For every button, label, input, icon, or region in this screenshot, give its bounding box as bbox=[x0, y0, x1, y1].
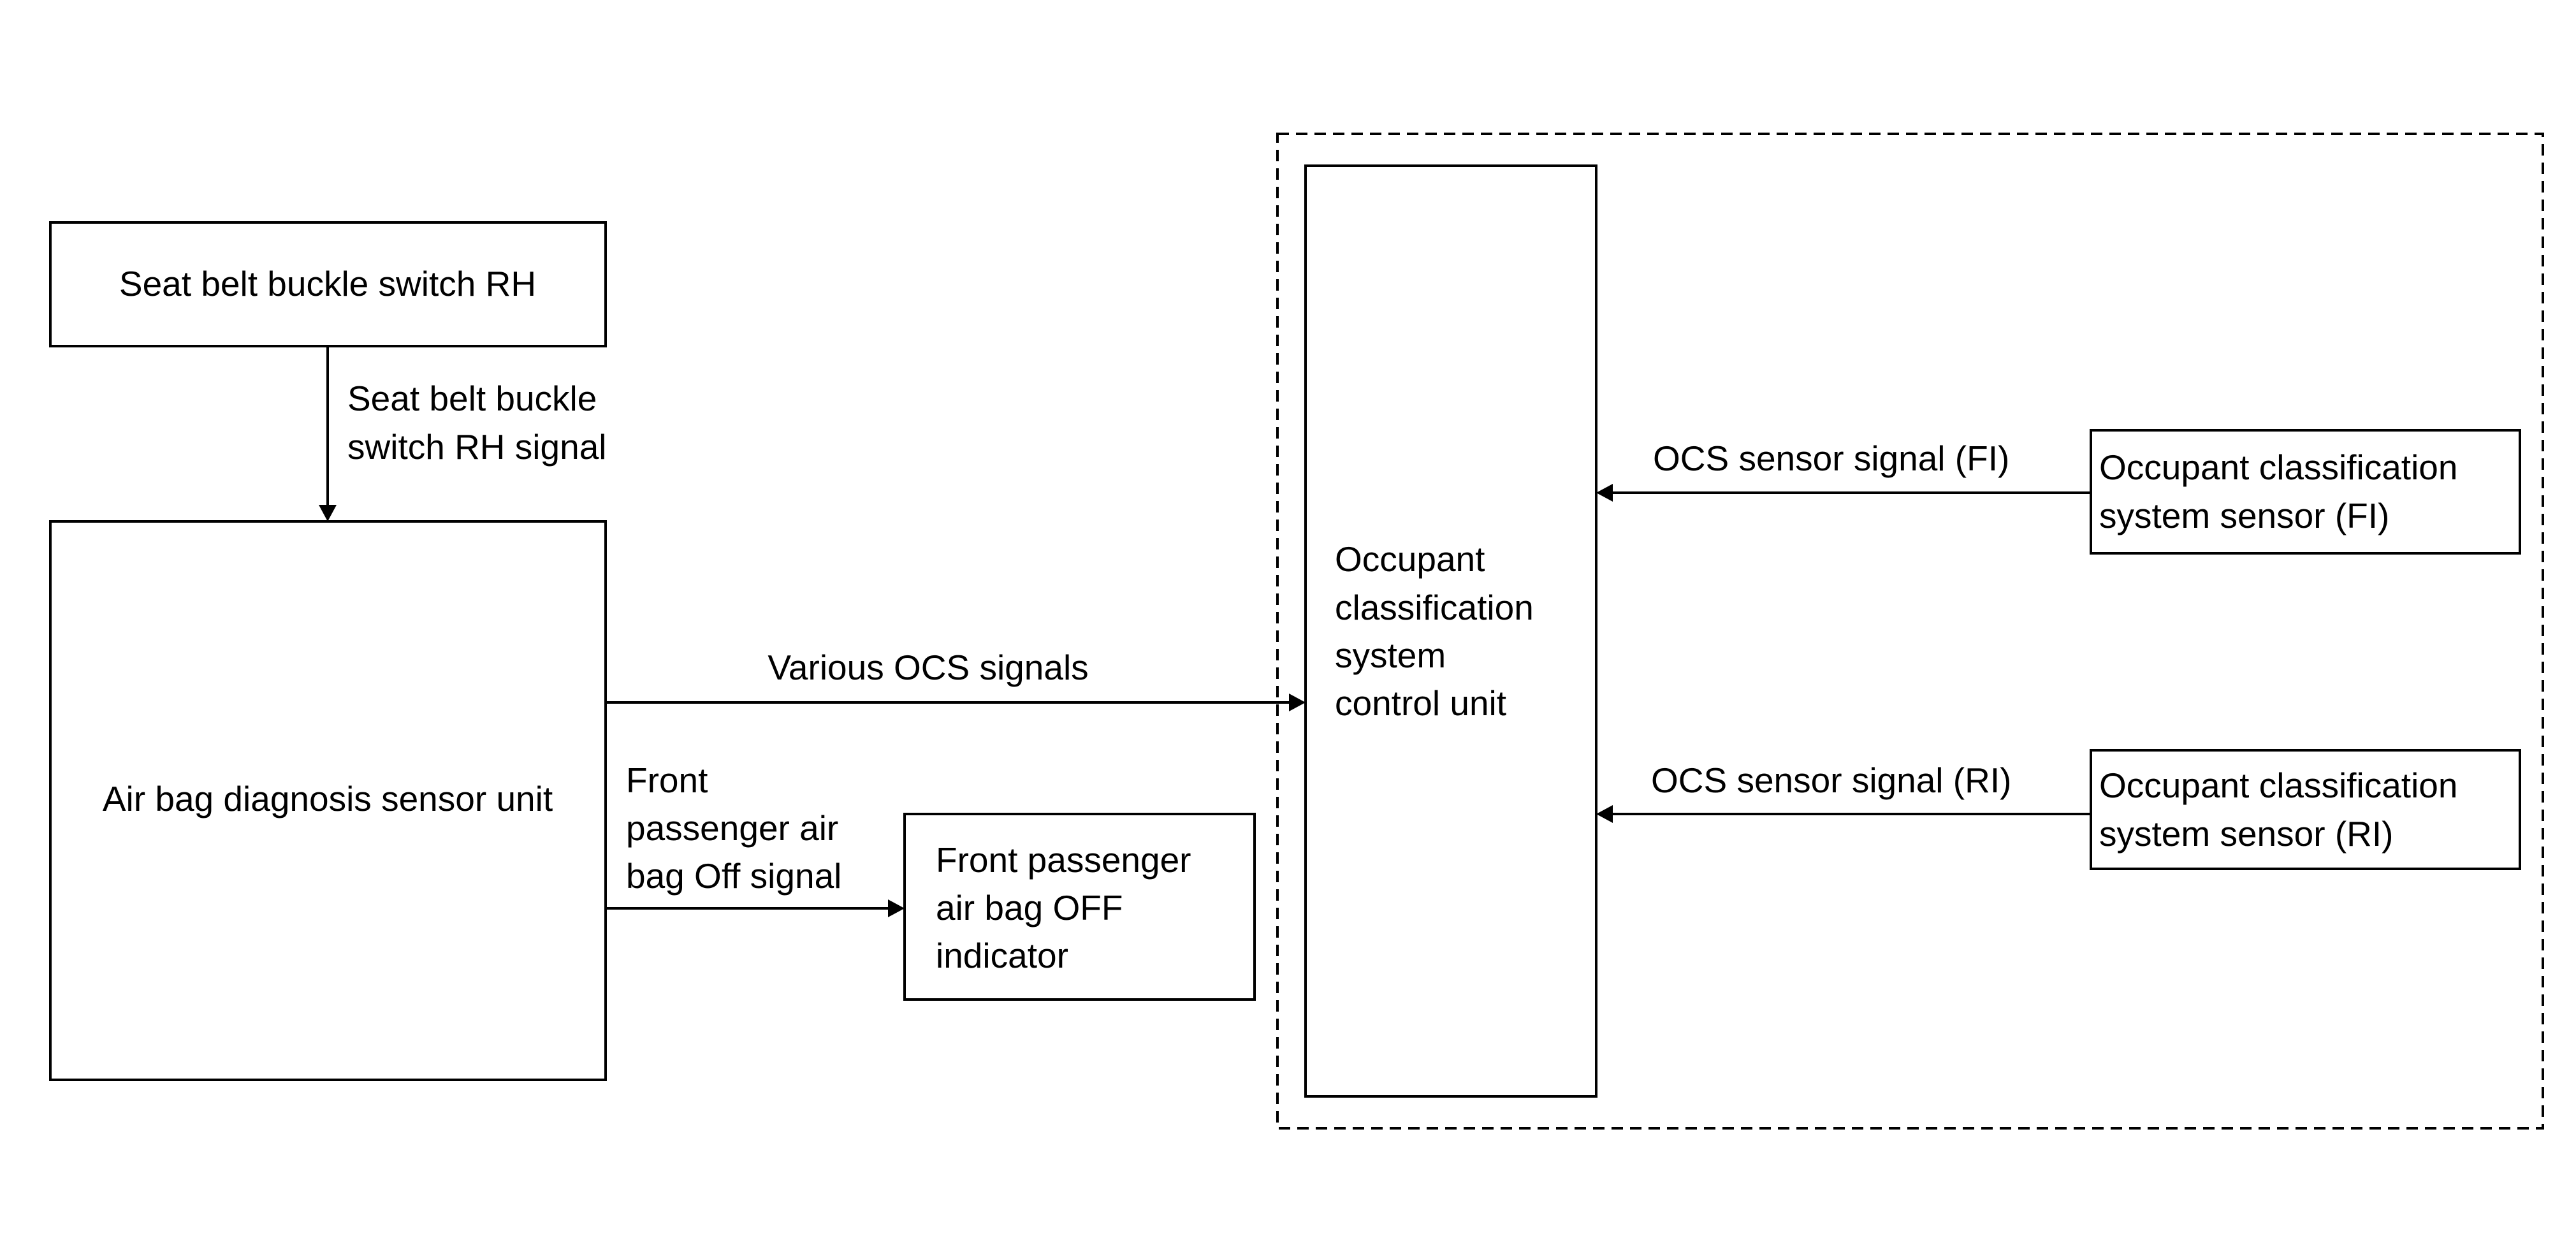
ocs-control-unit-label: Occupant classification system control u… bbox=[1335, 539, 1543, 723]
airbag-off-signal-label: Front passenger air bag Off signal bbox=[626, 760, 848, 896]
airbag-off-signal-line-2: passenger air bbox=[626, 808, 838, 848]
seat-belt-signal-label: Seat belt buckle switch RH signal bbox=[347, 379, 607, 467]
ocs-sensor-fl-label: Occupant classification system sensor (F… bbox=[2099, 447, 2468, 535]
airbag-off-indicator-line-3: indicator bbox=[936, 936, 1068, 975]
airbag-sensor-unit-box bbox=[49, 520, 607, 1081]
ocs-rl-signal-arrow: OCS sensor signal (RI) bbox=[1596, 760, 2091, 823]
ocs-sensor-fl-line-2: system sensor (FI) bbox=[2099, 496, 2389, 535]
seat-belt-signal-line-2: switch RH signal bbox=[347, 427, 607, 467]
seat-belt-signal-arrow: Seat belt buckle switch RH signal bbox=[319, 346, 607, 521]
ocs-group-boundary bbox=[1276, 133, 2544, 1130]
ocs-control-unit-line-1: Occupant bbox=[1335, 539, 1485, 579]
ocs-sensor-rl-block: Occupant classification system sensor (R… bbox=[2090, 749, 2521, 870]
airbag-sensor-unit-block: Air bag diagnosis sensor unit bbox=[49, 520, 607, 1081]
ocs-sensor-fl-box bbox=[2090, 429, 2521, 555]
various-ocs-signals-label: Various OCS signals bbox=[768, 648, 1088, 687]
seat-belt-signal-line-1: Seat belt buckle bbox=[347, 379, 597, 418]
ocs-fl-signal-arrowhead bbox=[1596, 484, 1613, 502]
ocs-control-unit-box bbox=[1304, 164, 1597, 1098]
various-ocs-signals-arrowhead bbox=[1289, 694, 1306, 711]
ocs-rl-signal-arrowhead bbox=[1596, 805, 1613, 823]
ocs-sensor-rl-label: Occupant classification system sensor (R… bbox=[2099, 766, 2468, 854]
seat-belt-signal-arrowhead bbox=[319, 505, 337, 521]
seat-belt-switch-block: Seat belt buckle switch RH bbox=[49, 221, 607, 347]
ocs-rl-signal-label: OCS sensor signal (RI) bbox=[1651, 760, 2011, 800]
ocs-control-unit-block: Occupant classification system control u… bbox=[1304, 164, 1597, 1098]
airbag-off-indicator-label: Front passenger air bag OFF indicator bbox=[936, 840, 1201, 975]
airbag-off-signal-line-1: Front bbox=[626, 760, 708, 800]
airbag-off-signal-line-3: bag Off signal bbox=[626, 856, 841, 896]
airbag-off-signal-arrow: Front passenger air bag Off signal bbox=[606, 760, 905, 917]
airbag-off-signal-arrowhead bbox=[888, 899, 905, 917]
ocs-sensor-rl-line-1: Occupant classification bbox=[2099, 766, 2458, 805]
ocs-control-unit-line-4: control unit bbox=[1335, 683, 1506, 723]
ocs-control-unit-line-3: system bbox=[1335, 636, 1446, 675]
seat-belt-switch-label: Seat belt buckle switch RH bbox=[119, 264, 536, 303]
ocs-fl-signal-arrow: OCS sensor signal (FI) bbox=[1596, 439, 2091, 502]
airbag-off-indicator-block: Front passenger air bag OFF indicator bbox=[903, 813, 1256, 1001]
airbag-sensor-unit-label: Air bag diagnosis sensor unit bbox=[103, 779, 553, 818]
airbag-off-indicator-line-2: air bag OFF bbox=[936, 888, 1123, 927]
various-ocs-signals-arrow: Various OCS signals bbox=[606, 648, 1306, 711]
airbag-off-indicator-box bbox=[903, 813, 1256, 1001]
ocs-sensor-rl-line-2: system sensor (RI) bbox=[2099, 814, 2393, 854]
ocs-fl-signal-label: OCS sensor signal (FI) bbox=[1653, 439, 2009, 478]
ocs-control-unit-line-2: classification bbox=[1335, 588, 1534, 627]
airbag-off-indicator-line-1: Front passenger bbox=[936, 840, 1191, 880]
ocs-sensor-rl-box bbox=[2090, 749, 2521, 870]
ocs-sensor-fl-line-1: Occupant classification bbox=[2099, 447, 2458, 487]
ocs-sensor-fl-block: Occupant classification system sensor (F… bbox=[2090, 429, 2521, 555]
